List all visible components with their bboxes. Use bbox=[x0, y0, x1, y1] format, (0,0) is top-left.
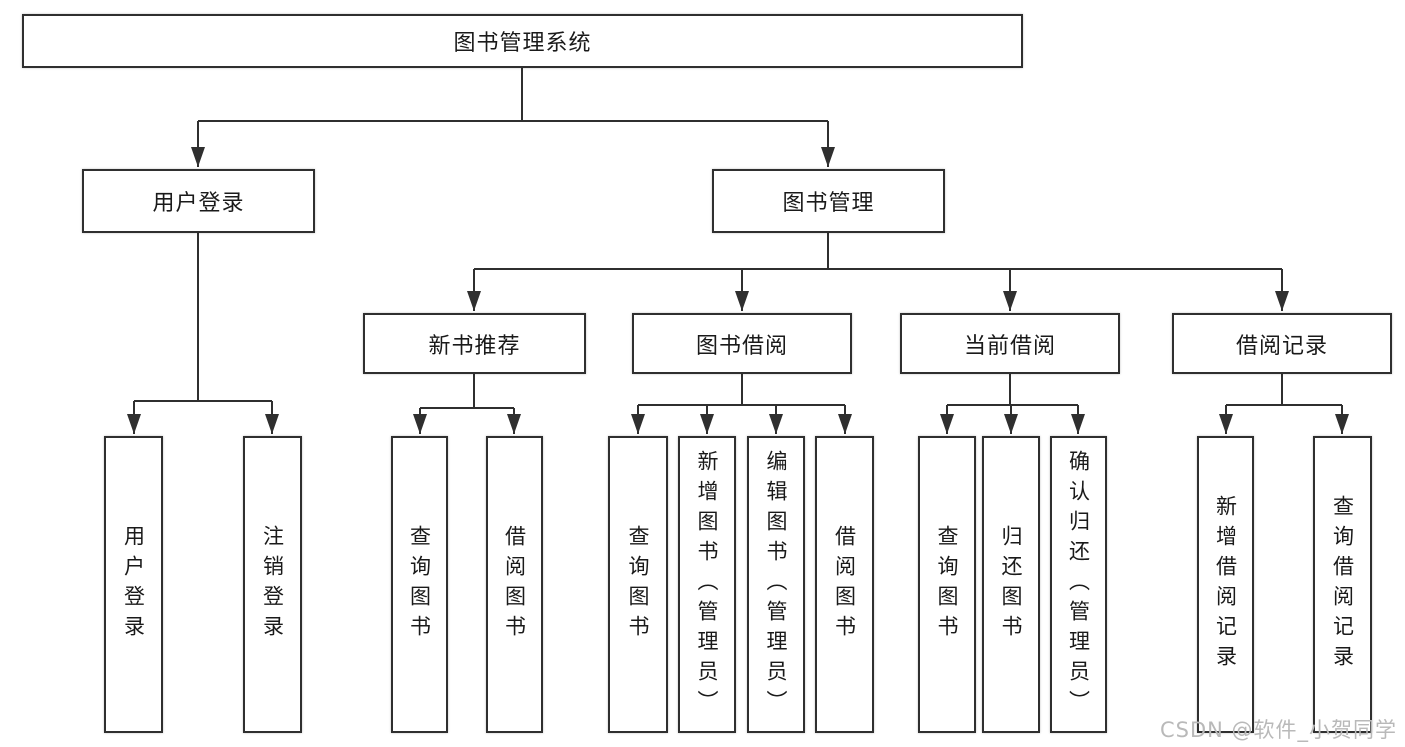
node-label: 借阅图书 bbox=[832, 524, 857, 645]
node-label: 用户登录 bbox=[121, 524, 146, 645]
node-label: 确认归还（管理员） bbox=[1066, 449, 1091, 720]
leaf-query-books-current: 查询图书 bbox=[918, 436, 976, 733]
node-root: 图书管理系统 bbox=[22, 14, 1023, 68]
leaf-return-books: 归还图书 bbox=[982, 436, 1040, 733]
leaf-edit-books-admin: 编辑图书（管理员） bbox=[747, 436, 805, 733]
leaf-user-login: 用户登录 bbox=[104, 436, 163, 733]
leaf-query-books-recommend: 查询图书 bbox=[391, 436, 448, 733]
leaf-borrow-books: 借阅图书 bbox=[815, 436, 874, 733]
node-book-borrow: 图书借阅 bbox=[632, 313, 852, 374]
node-label: 新增借阅记录 bbox=[1213, 494, 1238, 675]
watermark: CSDN @软件_小贺同学 bbox=[1160, 718, 1398, 742]
node-label: 编辑图书（管理员） bbox=[764, 449, 788, 720]
node-borrow-records: 借阅记录 bbox=[1172, 313, 1392, 374]
node-label: 新书推荐 bbox=[428, 333, 521, 359]
leaf-confirm-return-admin: 确认归还（管理员） bbox=[1050, 436, 1107, 733]
node-label: 当前借阅 bbox=[963, 333, 1056, 359]
node-current-borrow: 当前借阅 bbox=[900, 313, 1120, 374]
leaf-query-books-borrow: 查询图书 bbox=[608, 436, 668, 733]
leaf-add-books-admin: 新增图书（管理员） bbox=[678, 436, 736, 733]
leaf-logout: 注销登录 bbox=[243, 436, 302, 733]
node-user-login: 用户登录 bbox=[82, 169, 315, 233]
node-label: 查询借阅记录 bbox=[1330, 494, 1355, 675]
node-label: 图书管理系统 bbox=[453, 31, 592, 56]
node-label: 图书借阅 bbox=[695, 333, 788, 359]
connector-paths bbox=[133, 68, 1343, 434]
node-label: 查询图书 bbox=[935, 524, 959, 645]
node-label: 用户登录 bbox=[152, 191, 245, 216]
node-label: 归还图书 bbox=[999, 524, 1023, 645]
node-label: 借阅记录 bbox=[1235, 333, 1328, 359]
node-new-book-recommend: 新书推荐 bbox=[363, 313, 586, 374]
leaf-add-borrow-record: 新增借阅记录 bbox=[1197, 436, 1254, 733]
node-label: 查询图书 bbox=[407, 524, 432, 645]
leaf-query-borrow-record: 查询借阅记录 bbox=[1313, 436, 1372, 733]
leaf-borrow-books-recommend: 借阅图书 bbox=[486, 436, 543, 733]
node-label: 新增图书（管理员） bbox=[695, 449, 719, 720]
node-label: 注销登录 bbox=[260, 524, 285, 645]
node-label: 查询图书 bbox=[626, 524, 650, 645]
node-label: 图书管理 bbox=[782, 191, 875, 216]
node-book-management: 图书管理 bbox=[712, 169, 945, 233]
node-label: 借阅图书 bbox=[502, 524, 527, 645]
